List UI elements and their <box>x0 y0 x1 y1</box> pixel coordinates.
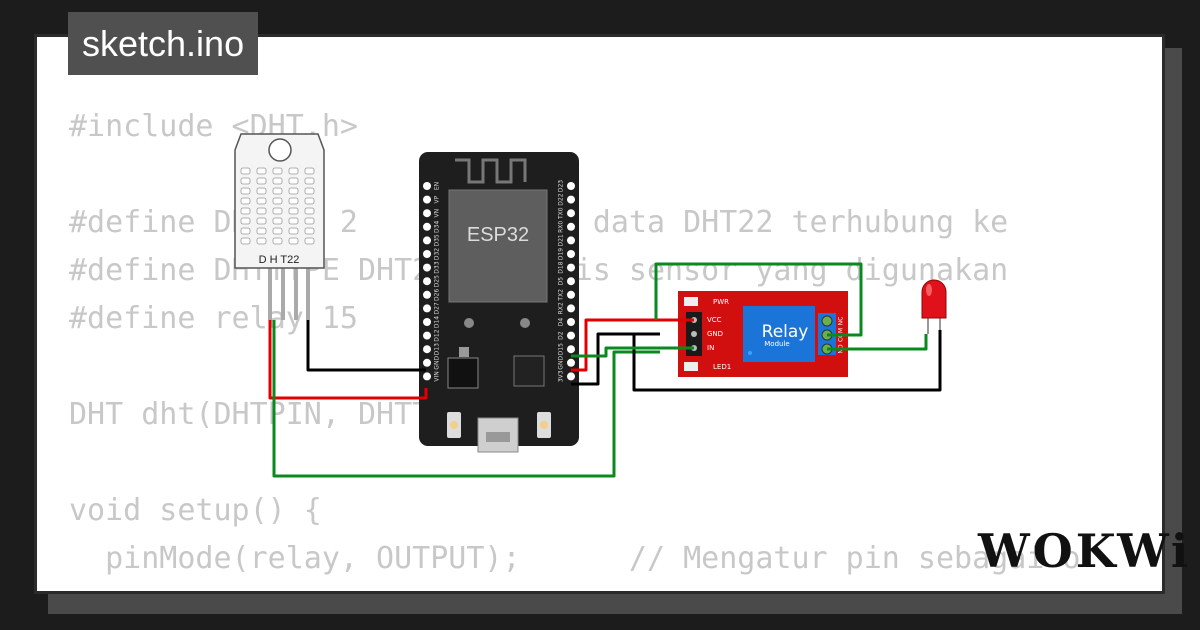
wire-red-relay-vcc <box>571 318 694 372</box>
pin-label-d34: D34 <box>434 220 441 232</box>
pin-d21[interactable] <box>567 236 575 245</box>
wire-green-led <box>827 334 928 351</box>
pin-label-rx0: RX0 <box>558 221 565 233</box>
pin-en[interactable] <box>423 182 431 190</box>
relay-gnd-label: GND <box>707 330 723 338</box>
relay-term-nc: NC <box>838 317 845 326</box>
pin-label-d25: D25 <box>434 275 441 287</box>
pin-label-d12: D12 <box>434 329 441 341</box>
relay-pwr-label: PWR <box>713 298 729 306</box>
pin-tx0[interactable] <box>567 209 575 218</box>
pin-label-d15: D15 <box>558 343 565 355</box>
pin-label-d27: D27 <box>434 302 441 314</box>
pin-label-d2: D2 <box>558 331 565 340</box>
esp32-pins-left: EN VP VN D34D35D32D33D25D26D27D14D12D13GNDV… <box>423 182 441 382</box>
pin-label-d4: D4 <box>558 318 565 327</box>
dht22-sensor[interactable]: D H T22 <box>234 133 325 320</box>
pin-gnd[interactable] <box>567 358 575 367</box>
wire-black-dht-data <box>306 320 426 372</box>
pin-d12[interactable] <box>423 331 431 340</box>
pin-d33[interactable] <box>423 263 431 272</box>
pin-label-d23: D23 <box>558 180 565 192</box>
pin-gnd[interactable] <box>423 358 431 367</box>
wire-green-relay-in <box>571 346 694 358</box>
pin-d14[interactable] <box>423 318 431 326</box>
relay-led1-label: LED1 <box>713 363 731 371</box>
pin-d34[interactable] <box>423 222 431 231</box>
pin-d4[interactable] <box>567 318 575 326</box>
pin-label-d14: D14 <box>434 316 441 328</box>
relay-vcc-label: VCC <box>707 316 722 324</box>
pin-label-gnd: GND <box>558 356 565 370</box>
pin-label-d32: D32 <box>434 248 441 260</box>
pin-label-vn: VN <box>434 209 441 218</box>
pin-d5[interactable] <box>567 277 575 286</box>
pin-d23[interactable] <box>567 182 575 190</box>
pin-d35[interactable] <box>423 236 431 245</box>
pin-label-tx0: TX0 <box>558 207 565 220</box>
pin-label-3v3: 3V3 <box>558 370 565 382</box>
esp32-pins-right: D23D22TX0RX0D21D19D18D5TX2RX2D4D2D15GND3… <box>558 180 575 382</box>
pin-label-en: EN <box>434 182 441 190</box>
pin-3v3[interactable] <box>567 372 575 381</box>
esp32-board[interactable]: ESP32 ENVPVND34D35D32D33D25D26D27D14D12D… <box>419 152 579 453</box>
wire-green-relay-com <box>654 262 863 337</box>
pin-d13[interactable] <box>423 345 431 354</box>
pin-d22[interactable] <box>567 195 575 204</box>
pin-rx2[interactable] <box>567 304 575 313</box>
pin-label-d22: D22 <box>558 193 565 205</box>
pin-label-vp: VP <box>434 195 441 203</box>
esp32-label: ESP32 <box>467 224 529 246</box>
pin-vin[interactable] <box>423 372 431 381</box>
pin-vn[interactable] <box>423 209 431 218</box>
wokwi-logo: WOKWi <box>978 524 1192 578</box>
pin-label-d18: D18 <box>558 261 565 273</box>
dht-label: D H T22 <box>259 254 300 266</box>
pin-label-d19: D19 <box>558 248 565 260</box>
wire-green-dht-gnd <box>272 320 660 478</box>
pin-vp[interactable] <box>423 195 431 204</box>
pin-label-d33: D33 <box>434 261 441 273</box>
pin-label-d21: D21 <box>558 234 565 246</box>
pin-d18[interactable] <box>567 263 575 272</box>
sketch-tab[interactable]: sketch.ino <box>68 12 259 75</box>
pin-label-d5: D5 <box>558 277 565 286</box>
pin-d26[interactable] <box>423 290 431 299</box>
pin-label-d26: D26 <box>434 288 441 300</box>
pin-d15[interactable] <box>567 345 575 354</box>
relay-in-label: IN <box>707 344 714 352</box>
red-led[interactable] <box>921 279 947 334</box>
pin-label-gnd: GND <box>434 356 441 370</box>
pin-d32[interactable] <box>423 250 431 258</box>
dht-vent-grid <box>240 167 315 245</box>
pin-rx0[interactable] <box>567 222 575 231</box>
pin-tx2[interactable] <box>567 290 575 299</box>
pin-d19[interactable] <box>567 250 575 258</box>
wire-red-dht-vin <box>268 320 428 400</box>
relay-title: Relay <box>762 322 809 342</box>
pin-label-tx2: TX2 <box>558 289 565 302</box>
wire-black-relay-gnd <box>571 330 942 392</box>
pin-label-d13: D13 <box>434 343 441 355</box>
pin-d25[interactable] <box>423 277 431 286</box>
pin-d2[interactable] <box>567 331 575 340</box>
pin-label-vin: VIN <box>434 371 441 381</box>
pin-d27[interactable] <box>423 304 431 313</box>
pin-label-rx2: RX2 <box>558 302 565 314</box>
relay-subtitle: Module <box>764 340 789 348</box>
pin-label-d35: D35 <box>434 234 441 246</box>
